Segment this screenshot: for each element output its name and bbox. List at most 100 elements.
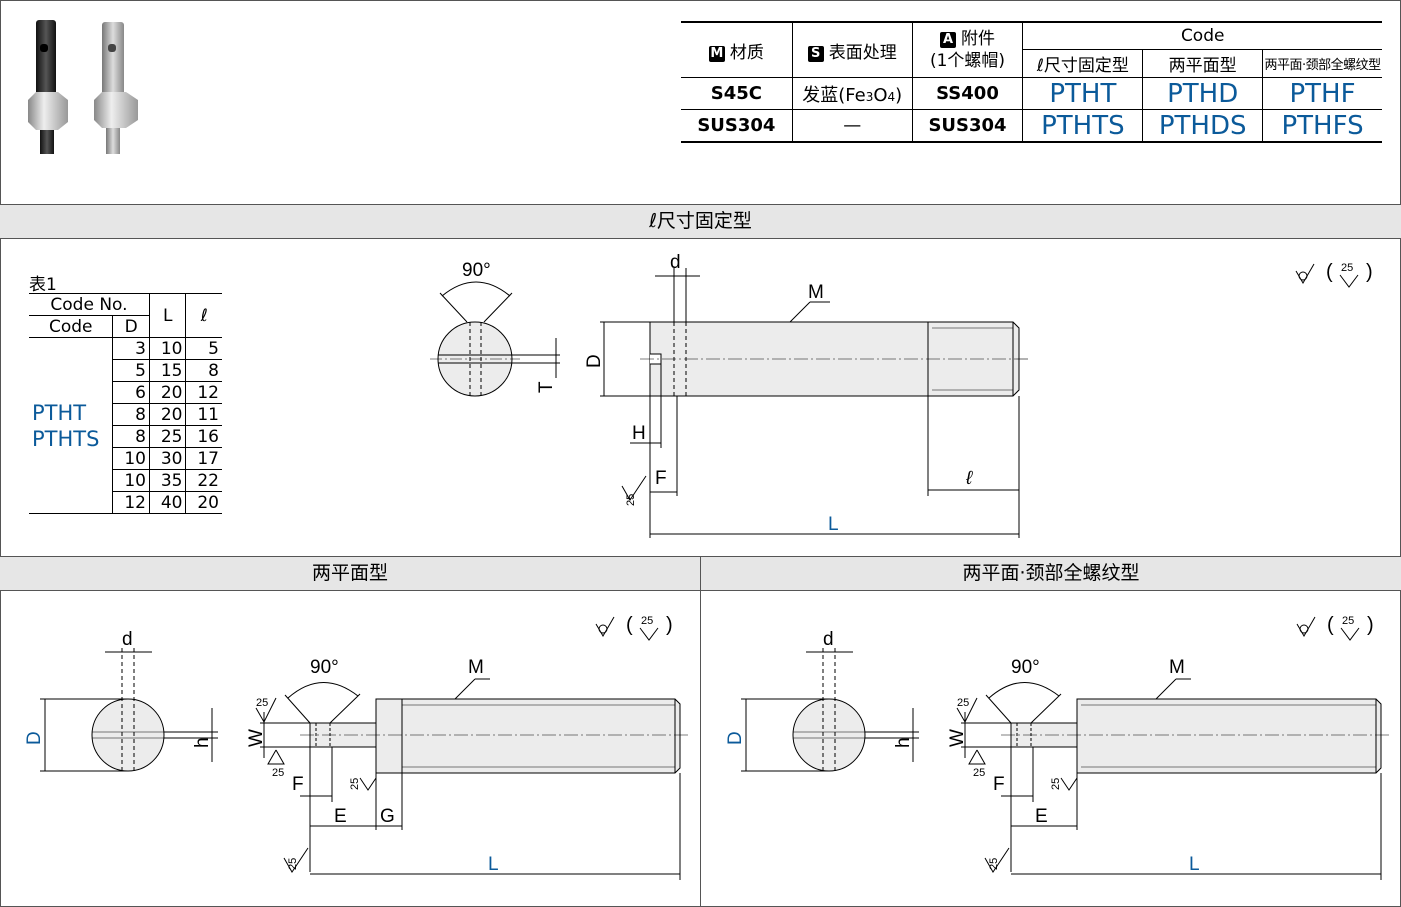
code-pht[interactable]: PTHT xyxy=(1022,77,1144,110)
flat-g-label: G xyxy=(380,806,395,827)
flat-d-label: D xyxy=(24,731,45,745)
t1-r6-l: 35 xyxy=(148,469,187,492)
fixed-slot-side xyxy=(650,353,662,365)
fixed-global-rough-label: 25 xyxy=(1341,262,1353,274)
ft-l-label: L xyxy=(1189,854,1200,875)
ft-rough3 xyxy=(1060,777,1078,791)
surface-badge: S xyxy=(807,45,824,62)
fixed-global-rough2 xyxy=(1339,274,1359,288)
fixed-global-rough xyxy=(1295,263,1315,284)
section-fixed-title: ℓ尺寸固定型 xyxy=(0,204,1401,239)
t1-r6-ell: 22 xyxy=(185,469,222,492)
fixed-rough-label: 25 xyxy=(625,494,637,506)
flat-thread xyxy=(401,698,681,774)
code-phf[interactable]: PTHF xyxy=(1262,77,1382,110)
section-divider xyxy=(700,556,701,907)
drawing-flat-thread: d D h 90° M W F E L 25 25 25 25 25 ( ) xyxy=(725,614,1391,880)
t1-r4-l: 25 xyxy=(148,425,187,448)
flat-e-label: E xyxy=(334,806,347,827)
flat-w-label: W xyxy=(246,729,267,747)
ft-global-rough-label: 25 xyxy=(1342,615,1354,627)
ft-angle-leg-l xyxy=(985,694,1012,724)
t1-r2-l: 20 xyxy=(148,381,187,404)
fixed-angle-label: 90° xyxy=(462,260,491,281)
t1-r7-l: 40 xyxy=(148,491,187,514)
flat-angle-arc xyxy=(287,682,359,699)
drawing-flat: d D h 90° M W F E G L 25 25 25 25 25 ( ) xyxy=(24,614,690,880)
row2-surface: — xyxy=(791,109,913,143)
product-photo xyxy=(28,20,138,154)
ft-global-rough xyxy=(1296,616,1316,637)
table1-h-l: L xyxy=(148,293,187,338)
code-phts[interactable]: PTHTS xyxy=(1022,109,1144,143)
flat-end-view xyxy=(91,698,165,772)
code-sub-flat: 两平面型 xyxy=(1142,49,1264,78)
code-phd[interactable]: PTHD xyxy=(1142,77,1264,110)
silver-pin-thread xyxy=(106,128,120,154)
silver-pin-hole xyxy=(108,44,116,52)
fixed-global-paren-close: ) xyxy=(1366,261,1373,283)
flat-f-label: F xyxy=(292,774,304,795)
t1-r0-l: 10 xyxy=(148,337,187,360)
silver-pin-nut xyxy=(94,92,138,128)
flat-rough4-label: 25 xyxy=(287,858,299,870)
accessory-badge: A xyxy=(940,32,957,48)
black-pin-thread xyxy=(40,130,54,154)
ft-h-label: h xyxy=(893,737,914,748)
accessory-sub-label: (1个螺帽) xyxy=(929,51,1006,71)
fixed-sd-label: d xyxy=(670,252,681,273)
code-sub-flat-thread: 两平面·颈部全螺纹型 xyxy=(1262,49,1382,78)
flat-angle-leg-l xyxy=(284,694,311,724)
black-pin-hole xyxy=(40,44,48,52)
material-badge: M xyxy=(708,45,725,62)
surface-header-label: 表面处理 xyxy=(828,42,897,63)
ft-global-paren-close: ) xyxy=(1367,614,1374,636)
ft-rough3-label: 25 xyxy=(1050,778,1062,790)
black-pin-nut xyxy=(28,92,68,130)
fixed-angle-leg-r xyxy=(483,292,513,323)
row1-surface: 发蓝(Fe3O4) xyxy=(791,77,913,110)
ft-end-view xyxy=(792,698,866,772)
fixed-t-label: T xyxy=(536,381,557,393)
flat-rough2 xyxy=(267,749,285,765)
row1-material: S45C xyxy=(681,77,793,110)
ft-f-label: F xyxy=(993,774,1005,795)
code-phfs[interactable]: PTHFS xyxy=(1262,109,1382,143)
ft-rough2 xyxy=(968,749,986,765)
ft-thread xyxy=(1076,698,1382,774)
accessory-header-label: 附件 xyxy=(961,29,996,49)
table1-title: 表1 xyxy=(29,275,57,295)
t1-r7-ell: 20 xyxy=(185,491,222,514)
code-sub-fixed: ℓ尺寸固定型 xyxy=(1022,49,1144,78)
ft-angle-leg-r xyxy=(1030,693,1062,724)
table1-code-1: PTHT xyxy=(32,400,87,425)
flat-m-label: M xyxy=(468,657,484,678)
ft-sd-label: d xyxy=(823,629,834,650)
flat-rough1 xyxy=(255,697,277,724)
row2-material: SUS304 xyxy=(681,109,793,143)
fixed-ell-label: ℓ xyxy=(965,468,973,489)
flat-global-rough-label: 25 xyxy=(641,615,653,627)
flat-neck xyxy=(309,722,377,748)
fixed-f-label: F xyxy=(655,468,667,489)
flat-rough2-label: 25 xyxy=(272,767,284,779)
flat-l-label: L xyxy=(488,854,499,875)
ft-w-label: W xyxy=(947,729,968,747)
ft-d-label: D xyxy=(725,731,746,745)
row1-accessory: SS400 xyxy=(911,77,1024,110)
fixed-angle-arc xyxy=(441,281,511,297)
fixed-global-paren-open: ( xyxy=(1326,261,1333,283)
flat-global-rough xyxy=(595,616,615,637)
drawing-fixed: 90° d M D T H F ℓ L 25 25 ( ) xyxy=(430,252,1373,538)
code-phds[interactable]: PTHDS xyxy=(1142,109,1264,143)
ft-m-leader xyxy=(1155,678,1177,700)
ft-global-rough2 xyxy=(1340,627,1360,641)
flat-angle-leg-r xyxy=(329,693,361,724)
code-header: Code xyxy=(1022,21,1382,50)
flat-rough3 xyxy=(359,777,377,791)
flat-rough4 xyxy=(283,847,309,873)
ft-rough1 xyxy=(956,697,978,724)
